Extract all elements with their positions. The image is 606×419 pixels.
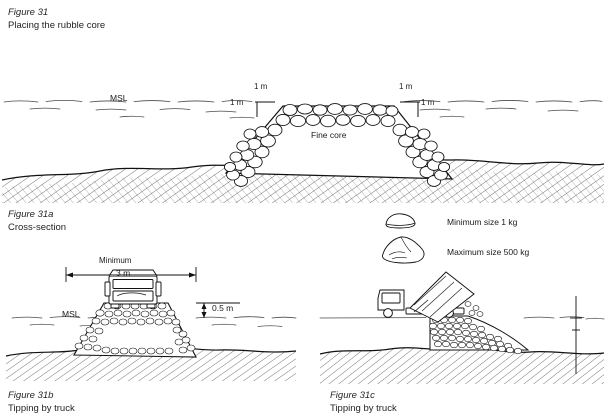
seabed-31c — [319, 347, 605, 384]
slope-indicator-right — [400, 101, 420, 117]
small-stone-icon — [385, 213, 416, 229]
rubble-armour-stones — [223, 103, 451, 187]
label-slope-left-horizontal: 1 m — [254, 82, 268, 91]
label-minimum-caption: Minimum — [99, 256, 132, 265]
rubble-stones-31b — [74, 302, 196, 355]
figure-31a-number: Figure 31a — [8, 209, 54, 220]
rubble-stones-31c — [429, 316, 522, 355]
label-slope-left-vertical: 1 m — [230, 98, 244, 107]
dimension-freeboard — [196, 302, 240, 318]
figure-caption-main: Figure 31 Placing the rubble core — [8, 6, 105, 32]
slope-indicator-left — [255, 101, 275, 117]
tipping-side-drawing — [319, 271, 605, 384]
legend-label-minimum-size: Minimum size 1 kg — [447, 217, 518, 227]
label-crest-width-value: 3 m — [116, 268, 131, 278]
legend-label-maximum-size: Maximum size 500 kg — [447, 247, 530, 257]
label-slope-right-horizontal: 1 m — [399, 82, 413, 91]
label-msl-cross-section: MSL — [110, 93, 128, 103]
figure-caption-31c: Figure 31c Tipping by truck — [330, 389, 397, 415]
legend: Minimum size 1 kg Maximum size 500 kg — [380, 206, 606, 272]
truck-side-view — [377, 271, 475, 323]
truck-front-view — [104, 269, 162, 309]
depth-gauge — [570, 296, 582, 374]
label-freeboard-value: 0.5 m — [212, 303, 234, 313]
dimension-crest-width — [65, 267, 197, 282]
label-fine-core: Fine core — [311, 130, 347, 140]
figure-caption-31b: Figure 31b Tipping by truck — [8, 389, 75, 415]
falling-stones — [464, 301, 484, 317]
figure-31a-title: Cross-section — [8, 222, 67, 233]
figure-caption-31a: Figure 31a Cross-section — [8, 208, 66, 234]
water-surface-msl-31c — [319, 316, 605, 320]
panel-cross-section: MSL Fine core 1 m 1 m 1 m 1 m — [0, 60, 606, 205]
label-slope-right-vertical: 1 m — [421, 98, 435, 107]
figure-title: Placing the rubble core — [8, 20, 106, 31]
water-surface-msl — [3, 99, 603, 119]
panel-tipping-front: Minimum 3 m MSL 0.5 m — [0, 256, 300, 383]
legend-stone-icons — [382, 213, 425, 264]
label-msl-31b: MSL — [62, 309, 80, 319]
figure-31b-number: Figure 31b — [8, 390, 54, 401]
figure-31c-title: Tipping by truck — [330, 403, 397, 414]
figure-31b-title: Tipping by truck — [8, 403, 75, 414]
tipping-front-drawing — [5, 267, 297, 381]
figure-31c-number: Figure 31c — [330, 390, 375, 401]
figure-number: Figure 31 — [8, 7, 49, 18]
large-stone-icon — [382, 236, 425, 264]
cross-section-drawing — [1, 99, 605, 203]
panel-tipping-side — [318, 271, 606, 386]
